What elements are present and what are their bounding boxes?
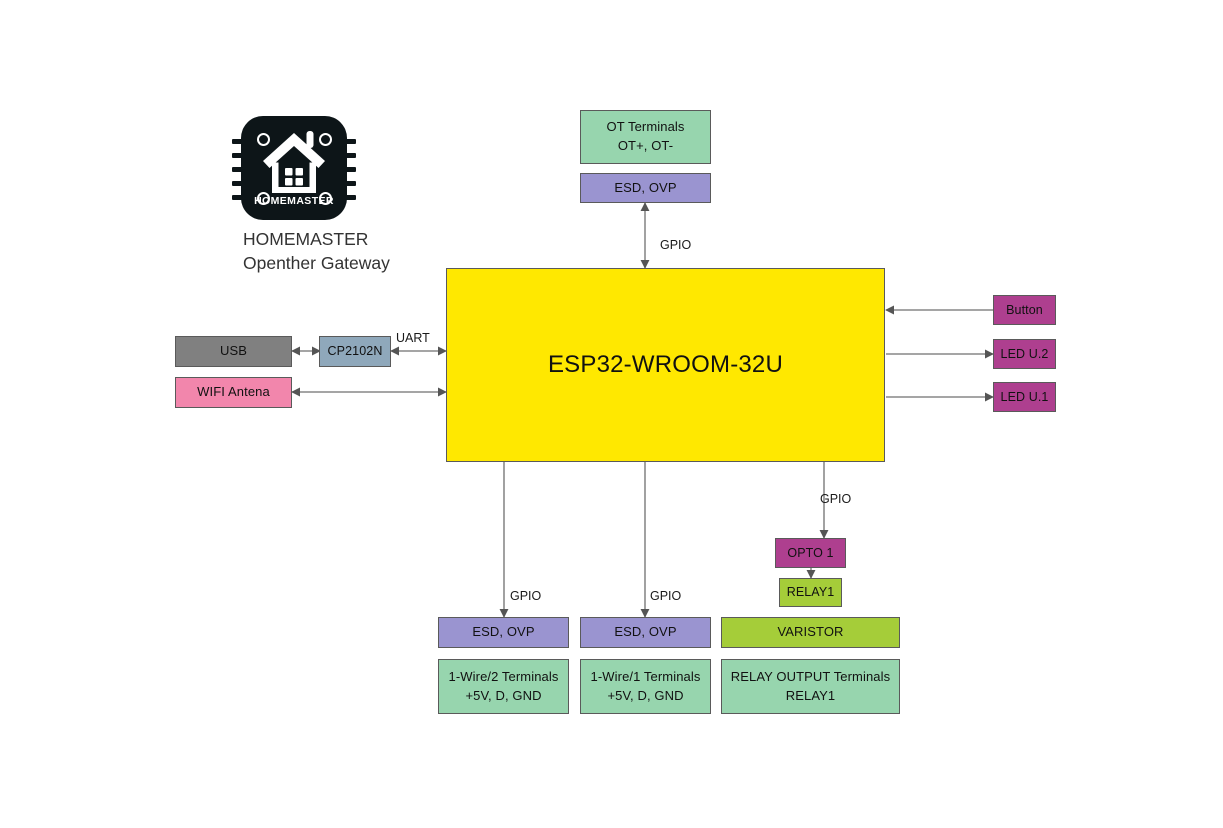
relay-terminals-line2: RELAY1 [785,687,836,703]
led-u1-label: LED U.1 [1000,389,1049,404]
ot-terminals-line2: OT+, OT- [617,138,674,153]
edge-label-ow2-gpio: GPIO [510,589,542,603]
chip-pin-right-3 [345,167,356,172]
logo-caption: HOMEMASTER Openther Gateway [243,229,390,273]
ow1-terminals-line1: 1-Wire/1 Terminals [590,668,701,684]
usb-label: USB [219,343,248,359]
mcu-label: ESP32-WROOM-32U [547,350,784,378]
esd-ow2-label: ESD, OVP [472,624,535,640]
node-button[interactable]: Button [993,295,1056,325]
logo-wordmark: HOMEMASTER [254,195,334,207]
opto1-label: OPTO 1 [787,545,834,560]
node-relay-output-terminals[interactable]: RELAY OUTPUT Terminals RELAY1 [721,659,900,714]
node-ot-terminals[interactable]: OT Terminals OT+, OT- [580,110,711,164]
edge-label-ow1-gpio: GPIO [650,589,682,603]
node-relay1[interactable]: RELAY1 [779,578,842,607]
node-onewire2-terminals[interactable]: 1-Wire/2 Terminals +5V, D, GND [438,659,569,714]
ow1-terminals-line2: +5V, D, GND [607,687,684,703]
ot-esd-label: ESD, OVP [614,179,677,195]
esd-ow1-label: ESD, OVP [614,624,677,640]
chip-pin-left-5 [232,195,243,200]
ow2-terminals-line2: +5V, D, GND [465,687,542,703]
button-label: Button [1006,302,1043,317]
homemaster-logo: HOMEMASTER [231,113,357,223]
varistor-label: VARISTOR [777,624,844,640]
chip-pin-left-3 [232,167,243,172]
node-led-u2[interactable]: LED U.2 [993,339,1056,369]
ow2-terminals-line1: 1-Wire/2 Terminals [448,668,559,684]
chip-pin-right-1 [345,139,356,144]
edge-label-uart: UART [396,331,430,345]
node-opto1[interactable]: OPTO 1 [775,538,846,568]
ot-terminals-line1: OT Terminals [606,119,685,135]
node-esd-ovp-onewire2[interactable]: ESD, OVP [438,617,569,648]
chip-pin-right-4 [345,181,356,186]
node-varistor[interactable]: VARISTOR [721,617,900,648]
chip-corner-dot-tl [257,133,270,146]
cp2102n-label: CP2102N [327,344,383,359]
wifi-label: WIFI Antena [197,384,270,400]
led-u2-label: LED U.2 [1000,346,1049,361]
relay-terminals-line1: RELAY OUTPUT Terminals [730,668,891,684]
node-cp2102n[interactable]: CP2102N [319,336,391,367]
chip-corner-dot-br [319,192,332,205]
node-esd-ovp-onewire1[interactable]: ESD, OVP [580,617,711,648]
chip-pin-left-1 [232,139,243,144]
chip-pin-left-2 [232,153,243,158]
edge-label-opto-gpio: GPIO [820,492,852,506]
edge-label-ot-gpio: GPIO [660,238,692,252]
node-wifi-antena[interactable]: WIFI Antena [175,377,292,408]
house-icon: HOMEMASTER [254,131,334,207]
chip-corner-dot-tr [319,133,332,146]
node-onewire1-terminals[interactable]: 1-Wire/1 Terminals +5V, D, GND [580,659,711,714]
node-esp32-wroom-32u[interactable]: ESP32-WROOM-32U [446,268,885,462]
chip-pin-right-5 [345,195,356,200]
relay1-label: RELAY1 [786,585,835,600]
node-led-u1[interactable]: LED U.1 [993,382,1056,412]
chip-corner-dot-bl [257,192,270,205]
chip-pin-left-4 [232,181,243,186]
chip-pin-right-2 [345,153,356,158]
node-usb[interactable]: USB [175,336,292,367]
node-ot-esd-ovp[interactable]: ESD, OVP [580,173,711,203]
